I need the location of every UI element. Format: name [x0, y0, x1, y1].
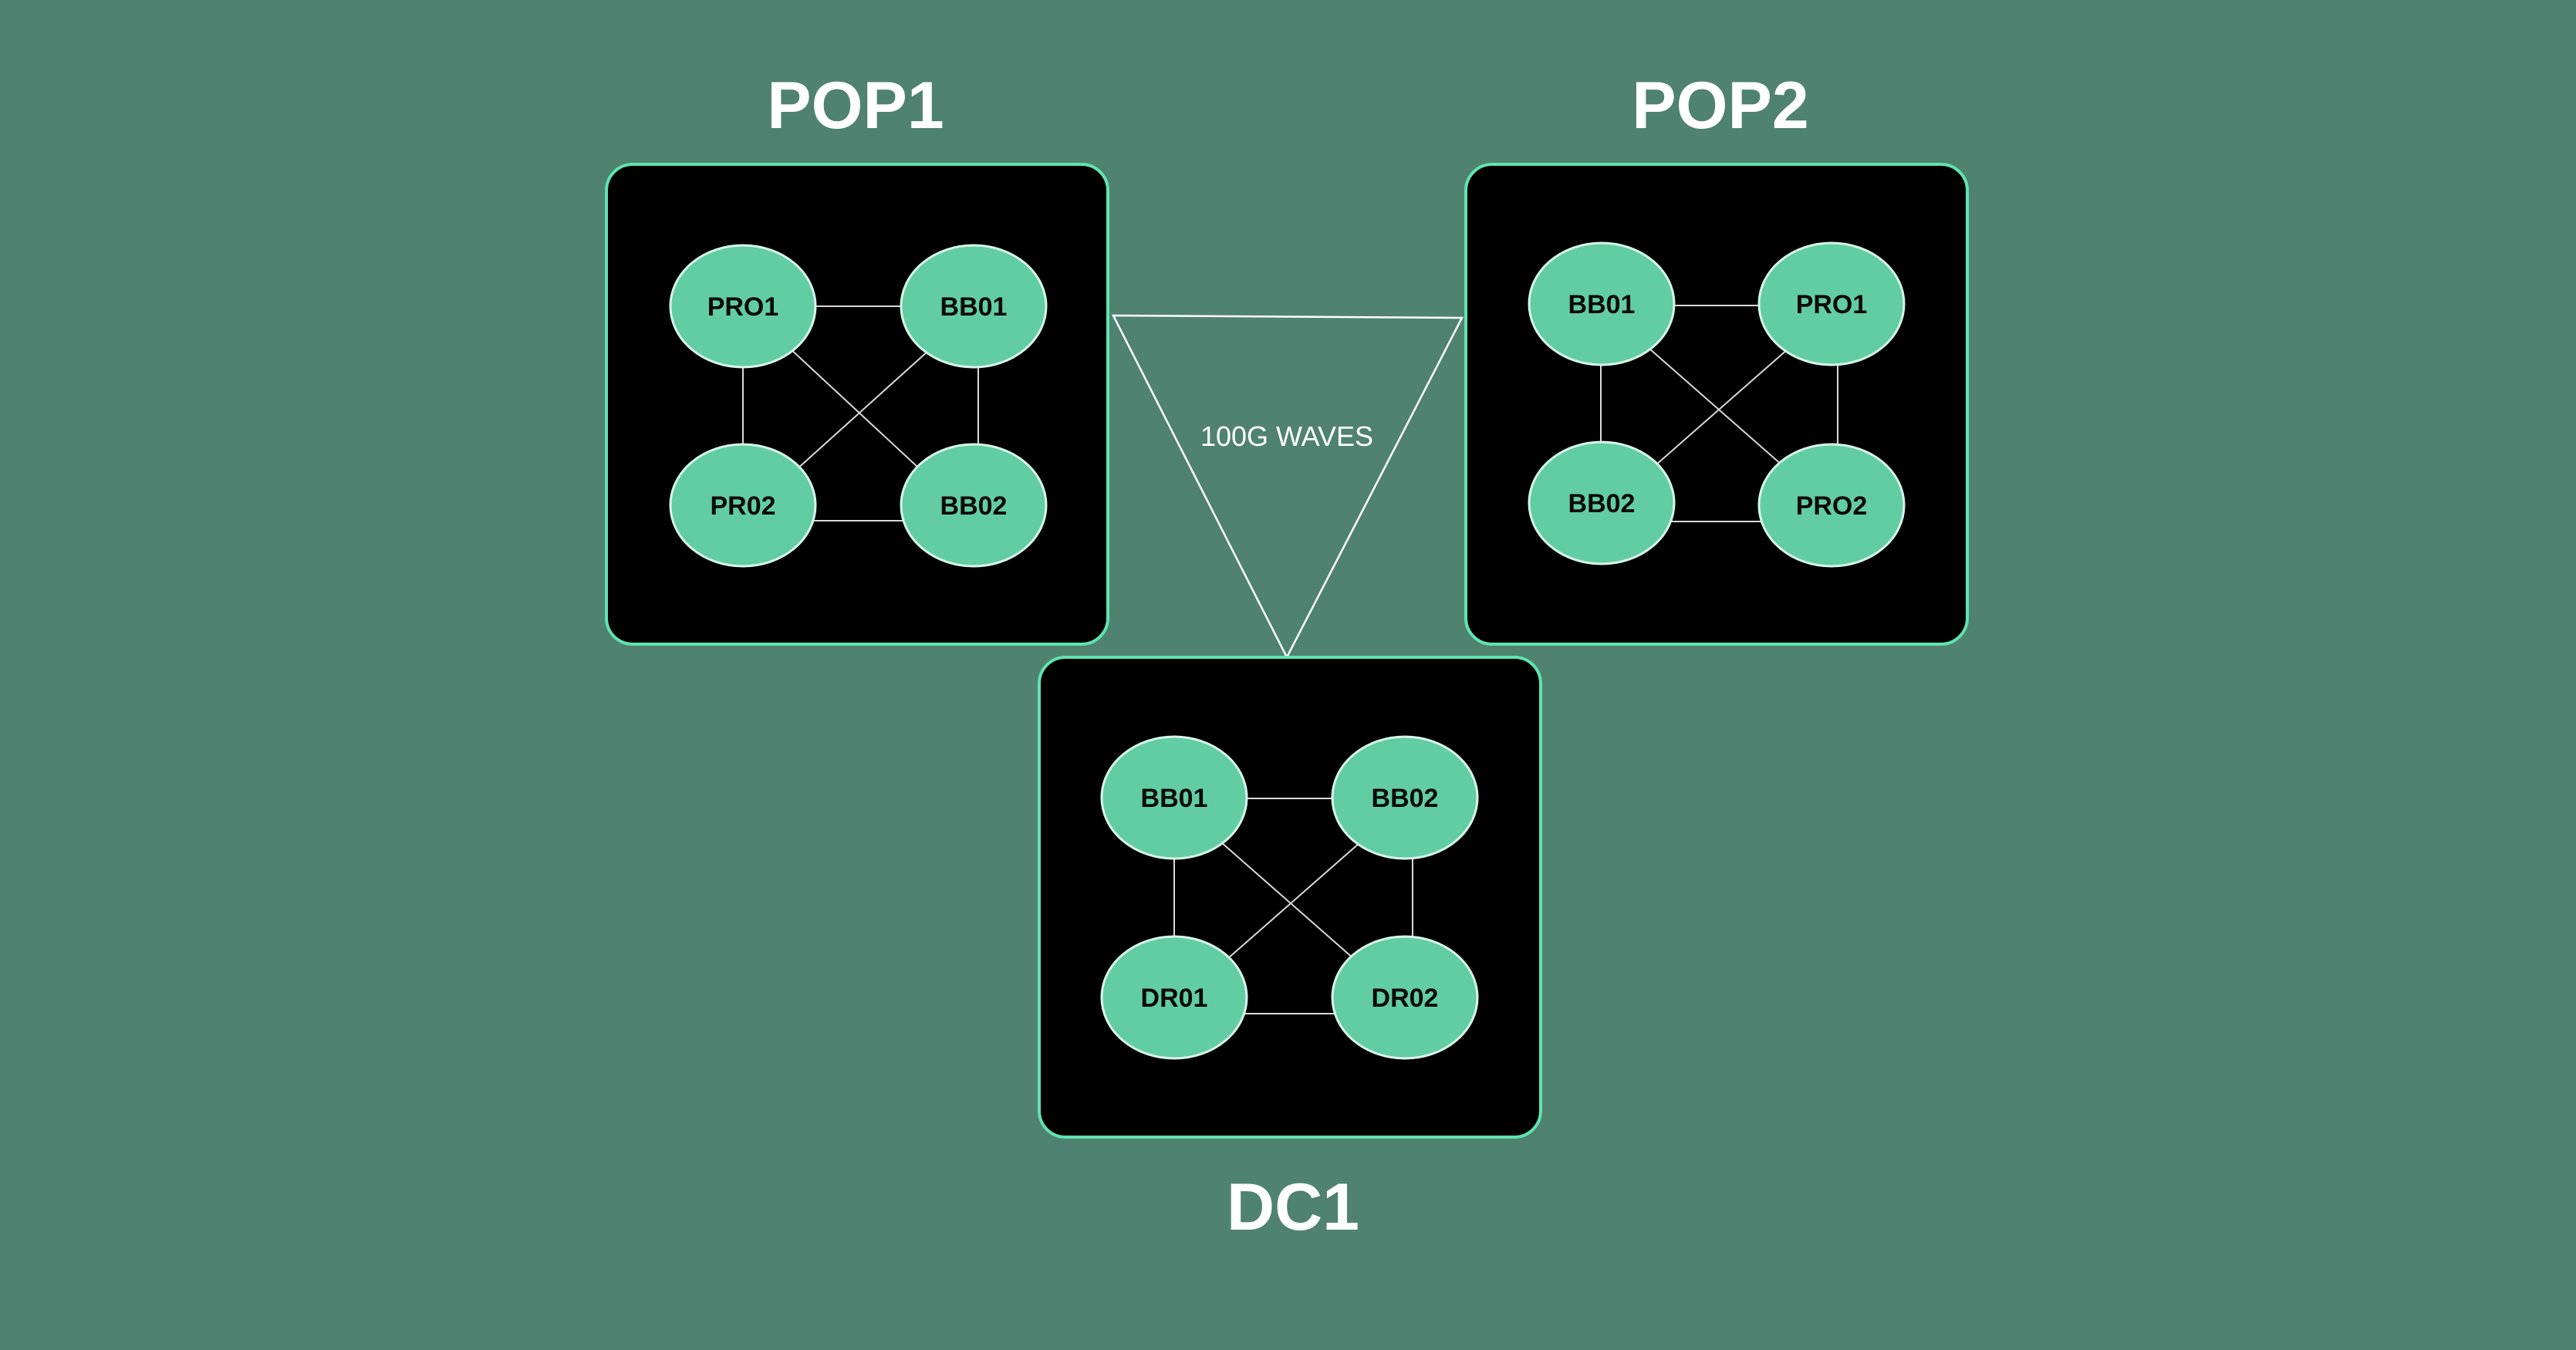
link-pop2-diagonal-b: [1649, 348, 1789, 471]
node-label: BB01: [1141, 784, 1208, 813]
node-shape: [1100, 935, 1248, 1060]
node-label: BB02: [1568, 489, 1636, 518]
interconnect-label: 100G WAVES: [1200, 420, 1373, 452]
site-title-pop2: POP2: [1632, 69, 1808, 143]
site-dc1: BB01 BB02 DR01 DR02 DC1: [1038, 656, 1542, 1244]
site-pop2: POP2 BB01 PRO1 BB02: [1464, 69, 1969, 646]
node-shape: [1757, 443, 1906, 568]
node-label: PRO2: [1796, 491, 1868, 521]
node-shape: [1100, 735, 1248, 860]
node-pop1-pr02: PR02: [669, 443, 817, 568]
node-shape: [1528, 440, 1676, 565]
node-pop2-bb01: BB01: [1528, 241, 1676, 366]
node-label: BB02: [940, 491, 1008, 521]
node-shape: [669, 443, 817, 568]
node-label: PRO1: [1796, 290, 1868, 319]
node-pop1-bb01: BB01: [900, 244, 1048, 369]
node-shape: [1757, 241, 1906, 366]
site-title-dc1: DC1: [1227, 1170, 1359, 1244]
node-label: PR02: [710, 491, 775, 521]
interconnect-triangle: [1111, 314, 1464, 660]
site-pop1: POP1 PRO1 BB01 PR02: [605, 69, 1109, 646]
link-pop1-diagonal-a: [788, 346, 929, 478]
node-shape: [900, 443, 1048, 568]
site-box-pop1: [605, 163, 1109, 646]
node-shape: [1331, 735, 1479, 860]
node-shape: [1528, 241, 1676, 366]
node-dc1-bb02: BB02: [1331, 735, 1479, 860]
node-pop1-bb02: BB02: [900, 443, 1048, 568]
node-shape: [1331, 935, 1479, 1060]
node-label: PRO1: [707, 292, 779, 322]
node-dc1-bb01: BB01: [1100, 735, 1248, 860]
site-title-pop1: POP1: [767, 69, 944, 143]
node-pop2-pro1: PRO1: [1757, 241, 1906, 366]
link-dc1-diagonal-b: [1220, 842, 1361, 965]
node-shape: [900, 244, 1048, 369]
link-pop1-diagonal-b: [788, 350, 929, 478]
node-label: BB02: [1372, 784, 1439, 813]
site-box-dc1: [1038, 656, 1542, 1139]
node-dc1-dr01: DR01: [1100, 935, 1248, 1060]
node-pop2-bb02: BB02: [1528, 440, 1676, 565]
node-pop1-pro1: PRO1: [669, 244, 817, 369]
node-label: BB01: [1568, 290, 1636, 319]
node-shape: [669, 244, 817, 369]
node-label: BB01: [940, 292, 1008, 322]
node-label: DR02: [1372, 984, 1439, 1013]
node-dc1-dr02: DR02: [1331, 935, 1479, 1060]
node-label: DR01: [1141, 984, 1208, 1013]
interconnect: 100G WAVES: [1111, 314, 1464, 660]
site-box-pop2: [1464, 163, 1969, 646]
node-pop2-pro2: PRO2: [1757, 443, 1906, 568]
